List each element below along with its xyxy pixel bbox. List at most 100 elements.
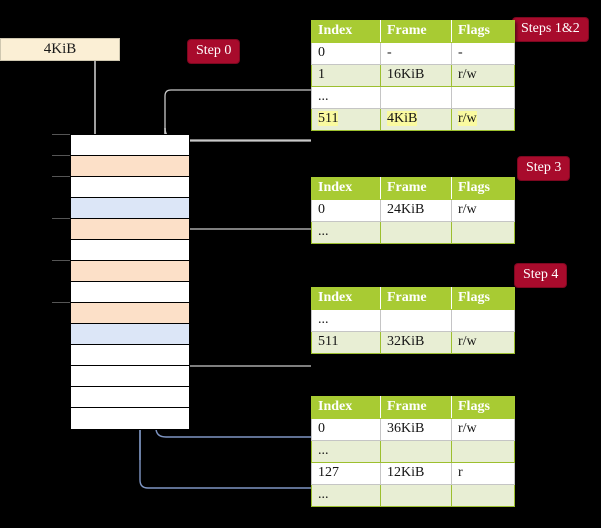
table-cell-frame: 24KiB (380, 199, 452, 222)
memory-tick-2 (52, 176, 70, 177)
memory-tick-0 (52, 134, 70, 135)
cell-text: 0 (318, 421, 325, 436)
table-cell-frame: 16KiB (380, 64, 452, 87)
cell-text: r (458, 465, 463, 480)
table-cell-index: ... (311, 221, 381, 244)
cell-text: ... (318, 487, 329, 502)
table-cell-flags (451, 309, 515, 332)
cell-text: r/w (458, 202, 477, 217)
step-0-text: Step 0 (196, 43, 232, 58)
cell-text: 511 (318, 111, 339, 126)
table-cell-flags: r (451, 462, 515, 485)
column-header-index: Index (311, 396, 381, 419)
steps-1-2-text: Steps 1&2 (521, 21, 580, 36)
table-cell-frame (380, 484, 452, 507)
memory-frame-11 (71, 366, 189, 387)
cell-text: ... (318, 224, 329, 239)
table-cell-flags: r/w (451, 331, 515, 354)
cell-text: r/w (458, 421, 477, 436)
step-label-step-0: Step 0 (188, 40, 240, 63)
column-header-flags: Flags (451, 287, 515, 310)
table-cell-index: 511 (311, 331, 381, 354)
column-header-flags: Flags (451, 396, 515, 419)
cell-text: 1 (318, 67, 325, 82)
column-header-flags: Flags (451, 20, 515, 43)
table-cell-index: 0 (311, 418, 381, 441)
memory-tick-8 (52, 302, 70, 303)
table-cell-frame: 12KiB (380, 462, 452, 485)
table-cell-frame (380, 221, 452, 244)
step-label-step-4: Step 4 (515, 264, 567, 287)
memory-tick-6 (52, 260, 70, 261)
cell-text: 4KiB (387, 111, 418, 126)
column-header-frame: Frame (380, 20, 452, 43)
table-cell-frame: 4KiB (380, 108, 452, 131)
physical-memory-column (70, 134, 190, 430)
table-cell-index: ... (311, 86, 381, 109)
table-cell-flags: r/w (451, 199, 515, 222)
memory-frame-4 (71, 219, 189, 240)
column-header-flags: Flags (451, 177, 515, 200)
table-row: ... (311, 440, 515, 463)
memory-frame-0 (71, 135, 189, 156)
column-header-frame: Frame (380, 396, 452, 419)
table-row: 511 4KiB r/w (311, 108, 515, 131)
table-cell-index: 127 (311, 462, 381, 485)
table-cell-flags (451, 440, 515, 463)
table-row: ... (311, 484, 515, 507)
table-row: ... (311, 86, 515, 109)
table-cell-flags: r/w (451, 64, 515, 87)
cell-text: 511 (318, 334, 339, 349)
memory-frame-9 (71, 324, 189, 345)
step-4-text: Step 4 (523, 267, 559, 282)
table-row: 0 24KiB r/w (311, 199, 515, 222)
table-cell-index: ... (311, 440, 381, 463)
cell-text: - (387, 45, 392, 60)
cell-text: ... (318, 312, 329, 327)
wire-memory-to-t1 (174, 140, 311, 148)
cell-text: r/w (458, 111, 477, 126)
table-cell-frame (380, 309, 452, 332)
table-cell-index: 0 (311, 199, 381, 222)
memory-frame-2 (71, 177, 189, 198)
cell-text: 0 (318, 202, 325, 217)
table-cell-flags: r/w (451, 108, 515, 131)
table-cell-frame: - (380, 42, 452, 65)
table-cell-index: 0 (311, 42, 381, 65)
table-row: 0-- (311, 42, 515, 65)
table-cell-flags (451, 484, 515, 507)
step-label-steps-1-2: Steps 1&2 (513, 18, 588, 41)
table-cell-flags: - (451, 42, 515, 65)
table-cell-index: ... (311, 309, 381, 332)
wire-t1-511-elbow (164, 89, 311, 141)
wire-t2-row0-elbow (171, 228, 311, 252)
table-row: ... (311, 309, 515, 332)
memory-frame-12 (71, 387, 189, 408)
table-row: ... (311, 221, 515, 244)
memory-frame-8 (71, 303, 189, 324)
table-cell-flags (451, 86, 515, 109)
column-header-frame: Frame (380, 177, 452, 200)
column-header-frame: Frame (380, 287, 452, 310)
column-header-index: Index (311, 177, 381, 200)
memory-frame-13 (71, 408, 189, 429)
cell-text: 24KiB (387, 202, 425, 217)
table-cell-index: ... (311, 484, 381, 507)
cell-text: r/w (458, 334, 477, 349)
page-size-label: 4KiB (43, 41, 77, 57)
table-cell-index: 1 (311, 64, 381, 87)
column-header-index: Index (311, 20, 381, 43)
cell-text: ... (318, 443, 329, 458)
